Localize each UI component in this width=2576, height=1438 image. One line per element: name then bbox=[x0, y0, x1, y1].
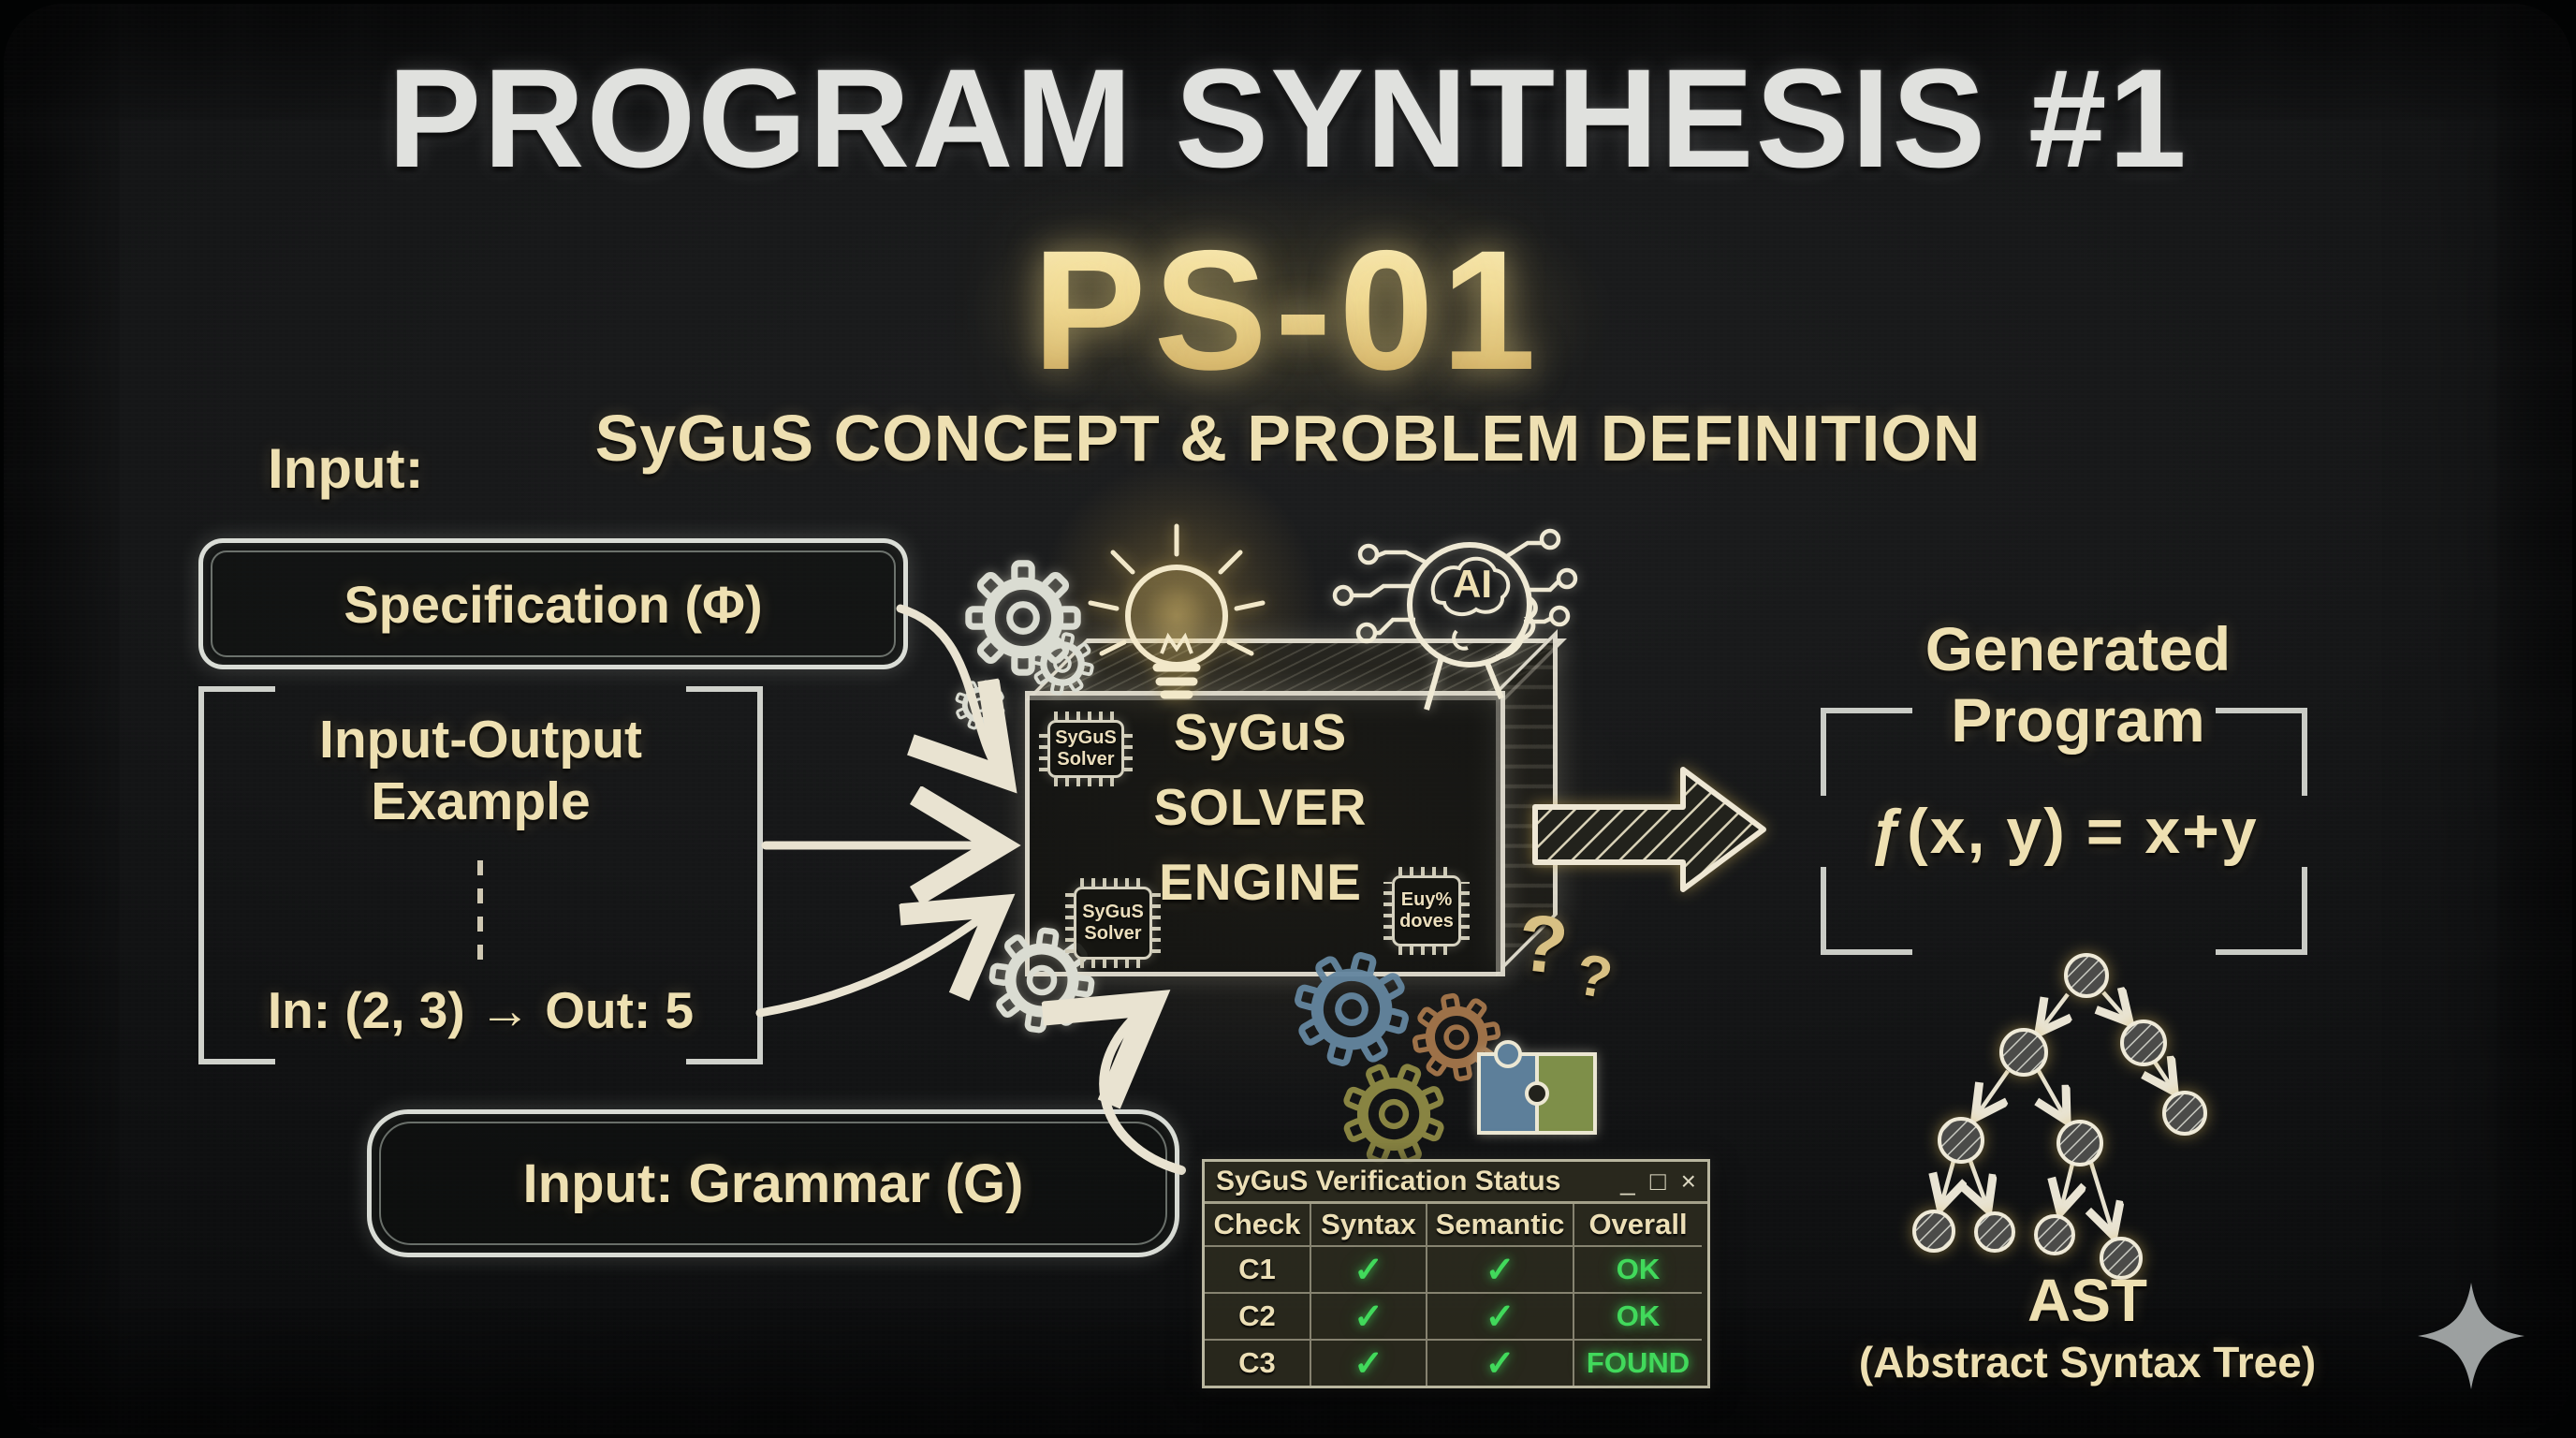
table-cell-check: C2 bbox=[1205, 1294, 1311, 1341]
chip-label: Solver bbox=[1084, 923, 1142, 944]
io-example-text: In: (2, 3) → Out: 5 bbox=[267, 981, 695, 1039]
io-title-line2: Example bbox=[371, 771, 591, 831]
verification-table: Check Syntax Semantic Overall C1 ✓ ✓ OK … bbox=[1205, 1204, 1707, 1386]
minimize-button[interactable]: _ bbox=[1620, 1167, 1635, 1196]
specification-box: Specification (Φ) bbox=[198, 538, 908, 669]
column-header-overall: Overall bbox=[1574, 1204, 1702, 1247]
chip-label: Euy% bbox=[1400, 889, 1453, 910]
maximize-button[interactable]: □ bbox=[1649, 1167, 1666, 1196]
grammar-label: Input: Grammar (G) bbox=[522, 1152, 1024, 1214]
solver-engine-title: SyGuS SOLVER ENGINE bbox=[1025, 695, 1496, 919]
chip-label: SyGuS bbox=[1055, 727, 1117, 748]
window-title: SyGuS Verification Status bbox=[1216, 1166, 1561, 1196]
status-badge: FOUND bbox=[1586, 1346, 1690, 1379]
lesson-code: PS-01 bbox=[0, 212, 2576, 408]
solver-name-line2: SOLVER bbox=[1153, 778, 1368, 836]
chip-icon-top-left: SyGuS Solver bbox=[1039, 712, 1133, 786]
check-icon: ✓ bbox=[1427, 1247, 1574, 1294]
right-bracket bbox=[686, 686, 763, 1064]
ast-label: AST bbox=[2027, 1267, 2147, 1334]
dashed-connector bbox=[477, 855, 483, 960]
check-icon: ✓ bbox=[1311, 1341, 1427, 1386]
chip-label: doves bbox=[1399, 911, 1454, 932]
status-badge: OK bbox=[1574, 1247, 1702, 1294]
window-titlebar: SyGuS Verification Status _ □ × bbox=[1205, 1162, 1707, 1204]
solver-name-line3: ENGINE bbox=[1159, 853, 1362, 911]
close-button[interactable]: × bbox=[1680, 1167, 1696, 1196]
chip-icon-bottom-right: Euy% doves bbox=[1383, 867, 1470, 955]
input-label: Input: bbox=[268, 437, 424, 500]
chip-label: Solver bbox=[1057, 749, 1115, 770]
solver-name-line1: SyGuS bbox=[1173, 703, 1348, 761]
check-icon: ✓ bbox=[1427, 1341, 1574, 1386]
question-mark-icon: ? bbox=[1514, 897, 1573, 992]
check-icon: ✓ bbox=[1311, 1247, 1427, 1294]
status-badge: OK bbox=[1574, 1294, 1702, 1341]
column-header-check: Check bbox=[1205, 1204, 1311, 1247]
left-bracket bbox=[198, 686, 275, 1064]
chip-label: SyGuS bbox=[1082, 902, 1144, 922]
io-title-line1: Input-Output bbox=[318, 710, 642, 770]
ai-label: AI bbox=[1453, 562, 1492, 606]
program-frame: ƒ(x, y) = x+y bbox=[1821, 708, 2307, 955]
check-icon: ✓ bbox=[1427, 1294, 1574, 1341]
program-text: ƒ(x, y) = x+y bbox=[1869, 796, 2259, 867]
chip-icon-bottom-left: SyGuS Solver bbox=[1065, 878, 1161, 968]
ast-sublabel: (Abstract Syntax Tree) bbox=[1858, 1338, 2317, 1387]
page-title: PROGRAM SYNTHESIS #1 bbox=[388, 39, 2188, 197]
generated-program-title: Generated Program bbox=[1925, 614, 2232, 755]
specification-label: Specification (Φ) bbox=[344, 574, 763, 634]
column-header-syntax: Syntax bbox=[1311, 1204, 1427, 1247]
table-cell-check: C3 bbox=[1205, 1341, 1311, 1386]
grammar-box: Input: Grammar (G) bbox=[367, 1109, 1179, 1257]
verification-window: SyGuS Verification Status _ □ × Check Sy… bbox=[1202, 1159, 1710, 1388]
table-cell-check: C1 bbox=[1205, 1247, 1311, 1294]
column-header-semantic: Semantic bbox=[1427, 1204, 1574, 1247]
check-icon: ✓ bbox=[1311, 1294, 1427, 1341]
page-subtitle: SyGuS CONCEPT & PROBLEM DEFINITION bbox=[594, 402, 1982, 475]
io-example-box: Input-Output Example In: (2, 3) → Out: 5 bbox=[198, 686, 763, 1064]
